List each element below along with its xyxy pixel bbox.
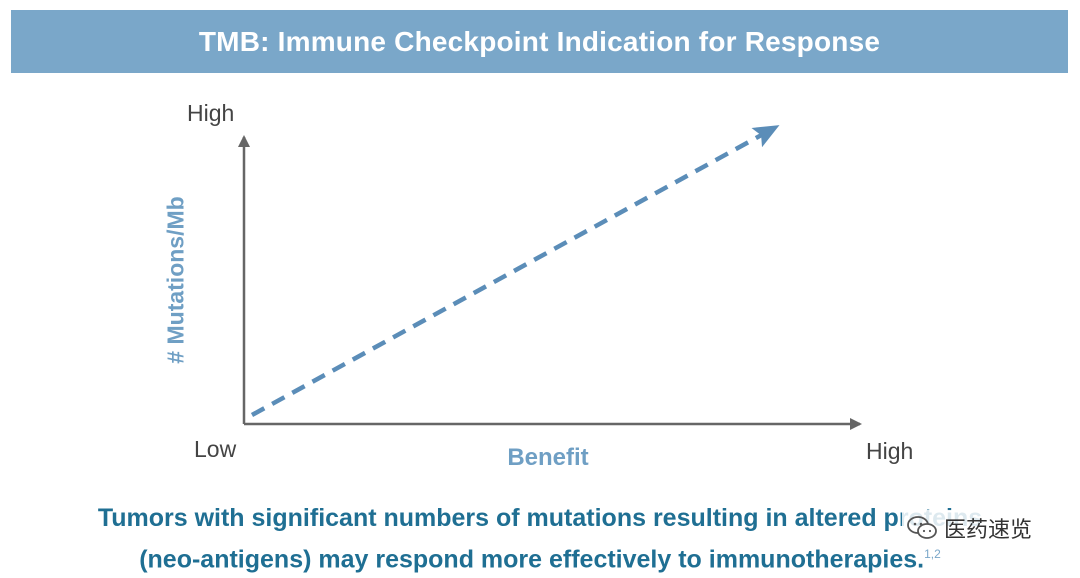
y-axis-high-label: High — [187, 100, 235, 126]
trend-arrow — [250, 125, 780, 417]
caption-line-1: Tumors with significant numbers of mutat… — [97, 504, 983, 532]
title-bar: TMB: Immune Checkpoint Indication for Re… — [11, 10, 1068, 73]
reference-superscript: 1,2 — [924, 547, 941, 561]
x-axis-high-label: High — [866, 438, 914, 464]
wechat-icon — [907, 516, 937, 539]
caption: Tumors with significant numbers of mutat… — [0, 500, 1080, 577]
caption-line-2-wrap: (neo-antigens) may respond more effectiv… — [0, 536, 1080, 577]
page-title: TMB: Immune Checkpoint Indication for Re… — [198, 25, 881, 57]
watermark-text: 医药速览 — [944, 518, 1033, 543]
x-axis-title: Benefit — [507, 444, 589, 471]
watermark: 医药速览 — [902, 510, 1037, 546]
y-axis-title: # Mutations/Mb — [162, 196, 189, 364]
origin-low-label: Low — [194, 436, 237, 462]
caption-line-2: (neo-antigens) may respond more effectiv… — [139, 545, 925, 574]
